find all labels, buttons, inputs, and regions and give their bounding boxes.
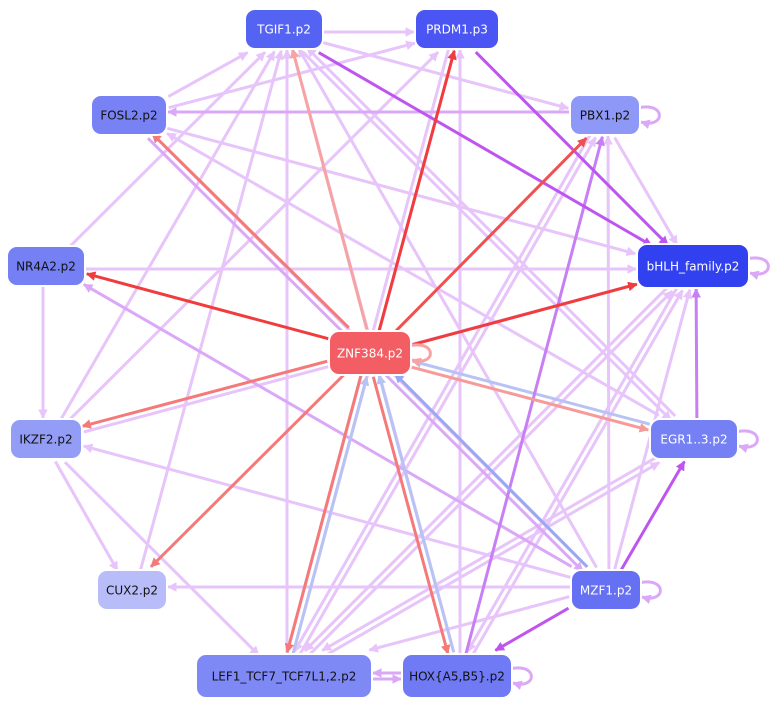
node-bhlh[interactable]: bHLH_family.p2 bbox=[636, 243, 750, 289]
node-mzf1[interactable]: MZF1.p2 bbox=[570, 569, 642, 611]
edge-znf384-to-tgif1 bbox=[290, 48, 369, 330]
node-label: NR4A2.p2 bbox=[16, 260, 76, 274]
node-cux2[interactable]: CUX2.p2 bbox=[96, 569, 168, 611]
node-prdm1[interactable]: PRDM1.p3 bbox=[414, 8, 500, 50]
edge-znf384-to-pbx1 bbox=[393, 137, 588, 334]
edge-mzf1-to-nr4a2 bbox=[82, 283, 573, 568]
self-loops-layer bbox=[408, 105, 770, 690]
edge-mzf1-to-egr1 bbox=[619, 460, 686, 572]
edge-mzf1-to-znf384 bbox=[393, 372, 589, 568]
node-box bbox=[6, 245, 86, 287]
node-box bbox=[570, 569, 642, 611]
node-label: PRDM1.p3 bbox=[426, 23, 488, 37]
self-loop-znf384 bbox=[408, 343, 432, 367]
edge-egr1-to-bhlh bbox=[691, 288, 701, 418]
node-box bbox=[90, 94, 168, 136]
edge-hox-to-znf384 bbox=[376, 374, 456, 653]
self-loop-egr1 bbox=[735, 429, 759, 453]
edge-egr1-to-fosl2 bbox=[166, 132, 660, 417]
edge-lef1-to-znf384 bbox=[291, 375, 370, 655]
edge-prdm1-to-bhlh bbox=[474, 51, 670, 247]
edge-pbx1-to-bhlh bbox=[613, 136, 679, 246]
node-label: LEF1_TCF7_TCF7L1,2.p2 bbox=[212, 670, 357, 684]
edge-znf384-to-hox bbox=[371, 376, 451, 655]
edge-znf384-to-prdm1 bbox=[377, 49, 457, 332]
edge-hox-to-pbx1 bbox=[464, 135, 605, 655]
node-box bbox=[636, 243, 750, 289]
node-box bbox=[401, 653, 513, 699]
edge-mzf1-to-ikzf2 bbox=[82, 443, 572, 579]
edge-fosl2-to-prdm1 bbox=[168, 40, 416, 110]
node-tgif1[interactable]: TGIF1.p2 bbox=[244, 8, 324, 50]
node-label: ZNF384.p2 bbox=[337, 347, 403, 361]
edge-znf384-to-bhlh bbox=[412, 281, 638, 347]
node-label: CUX2.p2 bbox=[106, 584, 158, 598]
edge-ikzf2-to-cux2 bbox=[54, 460, 119, 572]
edge-egr1-to-znf384 bbox=[411, 358, 651, 426]
self-loop-pbx1 bbox=[637, 105, 661, 129]
node-box bbox=[569, 94, 641, 136]
node-box bbox=[96, 569, 168, 611]
node-hox[interactable]: HOX{A5,B5}.p2 bbox=[401, 653, 513, 699]
node-box bbox=[195, 653, 373, 699]
node-label: MZF1.p2 bbox=[580, 584, 632, 598]
edge-mzf1-to-pbx1 bbox=[603, 135, 613, 569]
edge-znf384-to-lef1 bbox=[284, 374, 363, 654]
node-label: EGR1..3.p2 bbox=[660, 433, 727, 447]
node-label: FOSL2.p2 bbox=[100, 109, 157, 123]
edges-layer bbox=[38, 27, 701, 684]
edge-pbx1-to-lef1 bbox=[293, 133, 592, 653]
edge-mzf1-to-tgif1 bbox=[297, 47, 598, 569]
edge-hox-to-bhlh bbox=[471, 289, 684, 656]
node-fosl2[interactable]: FOSL2.p2 bbox=[90, 94, 168, 136]
node-egr1[interactable]: EGR1..3.p2 bbox=[649, 418, 739, 460]
edge-znf384-to-ikzf2 bbox=[81, 359, 328, 429]
edge-fosl2-to-tgif1 bbox=[167, 51, 249, 98]
self-loop-bhlh bbox=[746, 256, 770, 280]
edge-egr1-to-tgif1 bbox=[306, 46, 677, 417]
node-lef1[interactable]: LEF1_TCF7_TCF7L1,2.p2 bbox=[195, 653, 373, 699]
node-ikzf2[interactable]: IKZF2.p2 bbox=[9, 418, 83, 460]
node-label: PBX1.p2 bbox=[580, 109, 630, 123]
edge-mzf1-to-hox bbox=[494, 606, 570, 652]
edge-ikzf2-to-lef1 bbox=[63, 461, 260, 657]
node-label: TGIF1.p2 bbox=[256, 23, 311, 37]
edge-znf384-to-nr4a2 bbox=[85, 271, 330, 341]
edge-znf384-to-cux2 bbox=[149, 372, 346, 568]
edge-tgif1-to-bhlh bbox=[317, 51, 653, 247]
edge-bhlh-to-hox bbox=[466, 286, 679, 653]
edge-mzf1-to-lef1 bbox=[368, 595, 570, 653]
node-label: IKZF2.p2 bbox=[19, 433, 72, 447]
node-nr4a2[interactable]: NR4A2.p2 bbox=[6, 245, 86, 287]
edge-znf384-to-egr1 bbox=[410, 365, 650, 433]
edge-lef1-to-pbx1 bbox=[298, 136, 597, 656]
node-label: bHLH_family.p2 bbox=[647, 260, 740, 274]
node-box bbox=[9, 418, 83, 460]
edge-znf384-to-fosl2 bbox=[151, 132, 350, 329]
node-box bbox=[328, 330, 412, 376]
node-label: HOX{A5,B5}.p2 bbox=[409, 670, 505, 684]
edge-cux2-to-tgif1 bbox=[139, 49, 284, 571]
edge-tgif1-to-pbx1 bbox=[322, 41, 570, 111]
node-znf384[interactable]: ZNF384.p2 bbox=[328, 330, 412, 376]
node-box bbox=[244, 8, 324, 50]
node-pbx1[interactable]: PBX1.p2 bbox=[569, 94, 641, 136]
edge-bhlh-to-lef1 bbox=[303, 285, 669, 652]
node-box bbox=[414, 8, 500, 50]
self-loop-hox bbox=[509, 666, 533, 690]
edge-egr1-to-lef1 bbox=[321, 456, 657, 652]
edge-fosl2-to-bhlh bbox=[166, 126, 637, 257]
node-box bbox=[649, 418, 739, 460]
self-loop-mzf1 bbox=[638, 580, 662, 604]
